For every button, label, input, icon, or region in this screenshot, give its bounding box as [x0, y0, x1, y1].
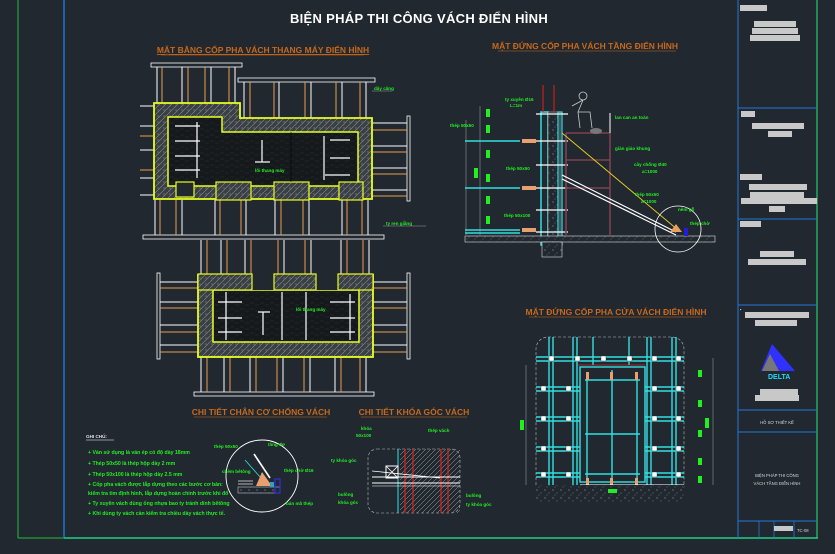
section-title-foot: CHI TIẾT CHÂN CƠ CHỐNG VÁCH [192, 406, 331, 417]
section-title-elevation: MẶT ĐỨNG CỐP PHA VÁCH TẦNG ĐIỂN HÌNH [492, 40, 678, 51]
label-corner-bolt: bulông [338, 492, 354, 497]
label-brace-top: cây chống Ø40 [634, 161, 667, 167]
label-foot-brace: thép 50x50 [214, 444, 238, 449]
section-title-corner: CHI TIẾT KHÓA GÓC VÁCH [359, 406, 470, 417]
notes-heading: GHI CHÚ: [86, 433, 107, 439]
note-item: + Cốp pha vách được lắp dựng theo các bư… [88, 481, 223, 488]
note-item: + Khi dùng ty vách cần kiểm tra chiều dà… [88, 510, 226, 517]
label-corner-tie: ty khóa góc [331, 458, 357, 463]
detail-foot: thép 50x50 tăng đơ chêm bêtông thép chờ … [214, 439, 314, 513]
worker-figure [571, 91, 593, 129]
note-item: kiểm tra tim định hình, lắp dựng hoàn ch… [88, 490, 228, 497]
label-scaffold: giàn giáo khung [615, 146, 650, 151]
tb-drawing-title-1: BIỆN PHÁP THI CÔNG [755, 473, 799, 478]
label-corner-bolt2: khóa góc [338, 500, 359, 505]
label-spacer: ty ren giằng [386, 220, 412, 226]
section-title-plan: MẶT BẰNG CỐP PHA VÁCH THANG MÁY ĐIỂN HÌN… [157, 44, 369, 55]
label-foot-anchor: thép chờ Ø16 [284, 468, 314, 473]
label-corner-clamp2: 50x100 [356, 433, 372, 438]
label-foot-pin: tăng đơ [268, 442, 286, 447]
logo-text: DELTA [768, 374, 790, 381]
detail-corner: khóa 50x100 thép vách ty khóa góc bulông… [331, 426, 492, 514]
label-foot-plate: bản mã thép [286, 501, 313, 506]
tb-drawing-label: HỒ SƠ THIẾT KẾ [760, 420, 794, 425]
label-inner: lõi thang máy [255, 168, 285, 173]
tb-label: ▪ [740, 307, 742, 312]
sheet-number: TC-08 [797, 528, 809, 533]
delta-logo: DELTA [761, 344, 795, 381]
label-corner-clamp: khóa [361, 426, 372, 431]
section-title-door: MẶT ĐỨNG CỐP PHA CỬA VÁCH ĐIỂN HÌNH [526, 306, 707, 317]
label-pipe-bot: thép 50x100 [504, 213, 531, 218]
label-inner-2: lõi thang máy [296, 307, 326, 312]
label-brace-bot-spacing: a=1000 [641, 199, 657, 204]
label-pipe-mid: thép 50x50 [506, 166, 530, 171]
note-item: + Thép 50x50 là thép hộp dày 2 mm [88, 461, 176, 467]
note-item: + Thép 50x100 là thép hộp dày 2.5 mm [88, 472, 183, 478]
label-rope: dây căng [374, 86, 394, 91]
elevation-wall: ty xuyên Ø16 L=1m thép 50x50 thép 50x50 … [450, 85, 716, 258]
notes-block: GHI CHÚ: + Ván sử dụng là ván ép có độ d… [86, 433, 230, 517]
label-brace-top-spacing: a=1000 [642, 169, 658, 174]
label-corner-tie-r: ty khóa góc [466, 502, 492, 507]
sheet-title: BIỆN PHÁP THI CÔNG VÁCH ĐIỂN HÌNH [290, 11, 548, 26]
label-corner-bolt-r: bulông [466, 493, 482, 498]
plan-elevator-top: lõi thang máy dây căng ty ren giằng [140, 62, 426, 240]
sheet-frame [17, 0, 818, 539]
label-anchor: thép chờ [690, 221, 710, 226]
label-platform: lan can an toàn [615, 115, 649, 120]
plan-elevator-bottom: lõi thang máy [156, 240, 411, 397]
title-block: ▪ DELTA HỒ SƠ THIẾT KẾ BIỆN PHÁP THI CÔN… [738, 5, 817, 538]
label-tie-rod: ty xuyên Ø16 [505, 97, 534, 102]
elevation-door [520, 336, 714, 502]
label-wedge: nêm gỗ [678, 206, 695, 212]
label-foot-wedge: chêm bêtông [222, 469, 251, 474]
label-corner-rebar: thép vách [428, 428, 450, 433]
tb-drawing-title-2: VÁCH TẦNG ĐIỂN HÌNH [754, 481, 801, 486]
label-brace-bot: thép 50x50 [635, 192, 659, 197]
note-item: + Ván sử dụng là ván ép có độ dày 18mm [88, 450, 190, 456]
note-item: + Ty xuyên vách dùng ống nhựa bao ty trá… [88, 500, 230, 507]
label-pipe-top: thép 50x50 [450, 123, 474, 128]
label-tie-rod-spacing: L=1m [510, 103, 522, 108]
